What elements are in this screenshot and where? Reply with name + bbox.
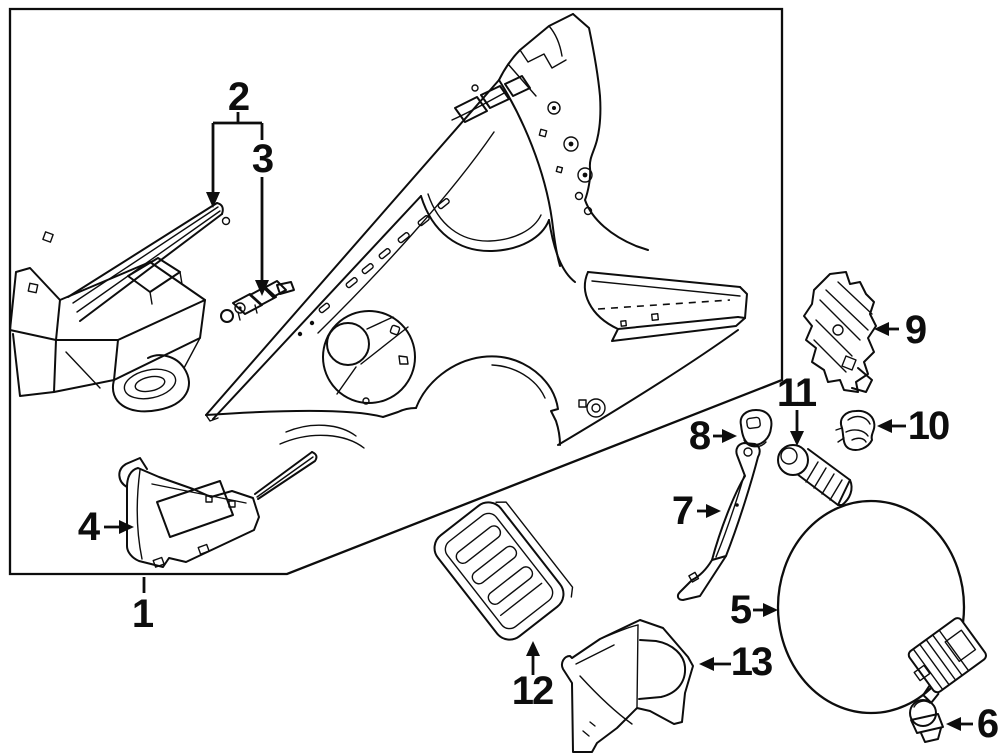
fuel-door-drawing <box>776 499 987 715</box>
callout-9[interactable]: 9 <box>904 308 927 352</box>
small-bracket-drawing <box>220 280 295 323</box>
callout-3[interactable]: 3 <box>251 137 274 181</box>
rail-assembly-drawing <box>9 202 246 413</box>
grommet-drawing <box>739 409 773 448</box>
callout-1[interactable]: 1 <box>131 592 154 636</box>
lock-bracket-drawing <box>803 271 877 393</box>
callout-7[interactable]: 7 <box>671 489 694 533</box>
callout-13[interactable]: 13 <box>730 640 773 684</box>
callout-6[interactable]: 6 <box>976 702 999 746</box>
actuator-drawing <box>777 444 853 506</box>
pillar-bracket-drawing <box>118 451 318 568</box>
vent-grille-drawing <box>433 501 574 641</box>
callout-11[interactable]: 11 <box>776 371 817 415</box>
stay-bracket-drawing <box>676 442 761 601</box>
callout-4[interactable]: 4 <box>77 505 100 549</box>
callout-5[interactable]: 5 <box>729 588 752 632</box>
trim-panel-drawing <box>560 619 694 753</box>
callout-12[interactable]: 12 <box>511 669 554 713</box>
bumper-plug-drawing <box>909 699 944 743</box>
callout-arrows <box>104 112 973 731</box>
clip-drawing <box>835 409 876 451</box>
roof-flange-slots <box>297 198 450 337</box>
callout-10[interactable]: 10 <box>907 404 950 448</box>
frame-border <box>8 7 784 576</box>
callout-8[interactable]: 8 <box>688 414 711 458</box>
callout-2[interactable]: 2 <box>227 75 250 119</box>
quarter-panel-drawing <box>205 13 748 449</box>
